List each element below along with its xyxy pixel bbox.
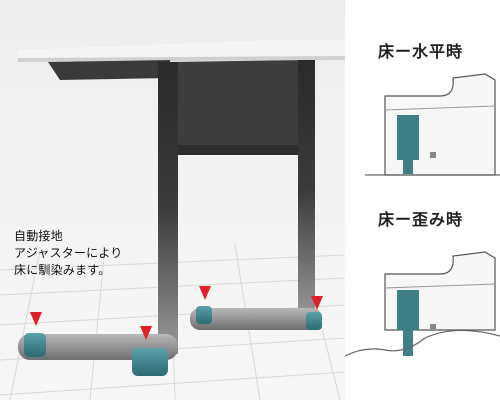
detail-level-floor xyxy=(365,73,500,176)
desk-top xyxy=(18,40,345,80)
red-marker-2 xyxy=(140,326,152,340)
rear-foot xyxy=(190,306,322,330)
caption-line-1: 自動接地 xyxy=(14,229,63,243)
red-marker-3 xyxy=(199,286,211,300)
panel-title-level-floor: 床ー水平時 xyxy=(378,42,464,61)
detail-uneven-floor xyxy=(345,251,500,357)
panel-title-uneven-floor: 床ー歪み時 xyxy=(378,210,464,229)
front-crossbar xyxy=(178,145,298,155)
caption-line-3: 床に馴染みます。 xyxy=(14,263,111,277)
rear-leg xyxy=(298,60,315,320)
detail-panels xyxy=(345,0,500,400)
desk-illustration xyxy=(0,40,346,400)
adjuster-caption: 自動接地 アジャスターにより 床に馴染みます。 xyxy=(14,228,154,279)
modesty-panel xyxy=(170,60,310,155)
red-marker-4 xyxy=(311,296,323,310)
red-marker-1 xyxy=(30,312,42,326)
caption-line-2: アジャスターにより xyxy=(14,246,123,260)
front-foot xyxy=(18,333,178,376)
desk-illustration-panel: 自動接地 アジャスターにより 床に馴染みます。 xyxy=(0,0,346,400)
front-leg xyxy=(158,62,178,354)
